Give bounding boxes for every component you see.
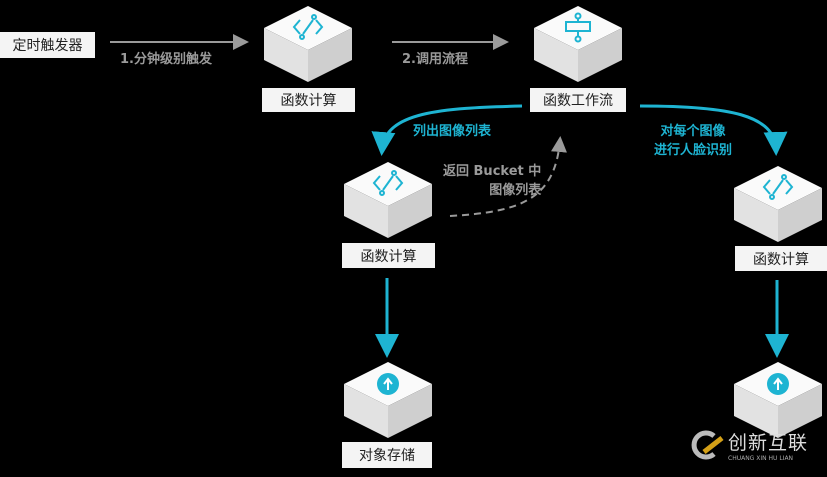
function-compute-icon <box>372 170 404 196</box>
watermark-logo-icon <box>691 430 724 460</box>
watermark-subtitle: CHUANG XIN HU LIAN <box>728 455 794 462</box>
oss1-cube <box>342 360 434 440</box>
fc1-label: 函数计算 <box>262 88 355 112</box>
edge-label-list: 列出图像列表 <box>413 124 492 139</box>
function-compute-icon <box>762 174 794 200</box>
edge-label-face: 对每个图像进行人脸识别 <box>654 120 732 158</box>
fc1-cube <box>262 4 354 84</box>
return-line1: 返回 Bucket 中 <box>443 164 542 179</box>
watermark-title: 创新互联 <box>728 432 809 454</box>
fc2-cube <box>342 160 434 240</box>
face-line1: 对每个图像 <box>660 124 726 139</box>
return-line2: 图像列表 <box>489 183 542 198</box>
cloud-upload-icon <box>767 373 789 395</box>
watermark: 创新互联 CHUANG XIN HU LIAN <box>690 428 808 462</box>
face-line2: 进行人脸识别 <box>654 143 733 158</box>
workflow-label: 函数工作流 <box>530 88 626 112</box>
fc2-label: 函数计算 <box>342 243 435 268</box>
trigger-node: 定时触发器 <box>0 32 95 58</box>
fc3-label: 函数计算 <box>735 246 827 271</box>
edge-label-return: 返回 Bucket 中图像列表 <box>443 160 541 198</box>
arrow-workflow-to-fc3 <box>639 104 788 156</box>
edge-label-trigger: 1.分钟级别触发 <box>120 52 212 67</box>
workflow-cube <box>532 4 624 84</box>
arrow-fc2-return <box>449 136 567 217</box>
fc3-cube <box>732 164 824 244</box>
oss1-label: 对象存储 <box>342 442 432 468</box>
function-compute-icon <box>292 14 324 40</box>
edge-label-invoke: 2.调用流程 <box>402 52 468 67</box>
workflow-icon <box>565 12 591 43</box>
cloud-upload-icon <box>377 373 399 395</box>
arrow-workflow-to-fc2 <box>371 104 523 156</box>
oss2-cube <box>732 360 824 440</box>
